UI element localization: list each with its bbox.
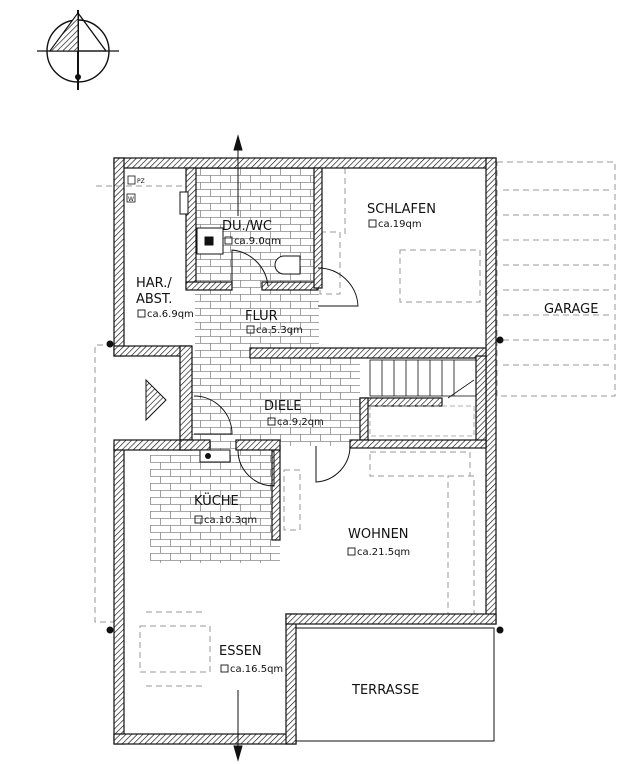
room-label-schlafen: SCHLAFEN ca.19qm [367,202,436,230]
svg-text:ca.21.5qm: ca.21.5qm [357,547,410,558]
area-marker-icon [194,515,203,524]
area-marker-icon [368,219,377,228]
svg-text:WOHNEN: WOHNEN [348,527,409,542]
section-lines [106,134,504,762]
svg-text:ESSEN: ESSEN [219,644,262,659]
area-marker-icon [267,417,276,426]
garage-outline [496,161,616,397]
utility-equipment: PZ W [126,175,145,203]
area-marker-icon [220,664,229,673]
room-label-du-wc: DU./WC ca.9.0qm [222,219,281,247]
svg-text:FLUR: FLUR [245,309,278,324]
pz-label: PZ [137,178,145,185]
svg-text:ca.10.3qm: ca.10.3qm [204,515,257,526]
svg-text:SCHLAFEN: SCHLAFEN [367,202,436,217]
svg-text:KÜCHE: KÜCHE [194,492,239,509]
svg-text:ca.5.3qm: ca.5.3qm [256,325,303,336]
room-label-flur: FLUR ca.5.3qm [245,309,303,336]
svg-text:DU./WC: DU./WC [222,219,272,234]
bathroom-fixtures [179,191,301,463]
svg-text:DIELE: DIELE [264,399,302,414]
svg-text:HAR./: HAR./ [136,276,172,291]
room-label-diele: DIELE ca.9.2qm [264,399,324,428]
area-marker-icon [246,325,255,334]
svg-text:ca.9.0qm: ca.9.0qm [234,236,281,247]
w-label: W [128,196,134,203]
svg-text:ABST.: ABST. [136,292,172,307]
room-label-essen: ESSEN ca.16.5qm [219,644,283,675]
compass-icon [37,10,119,90]
dining-table [139,611,211,687]
svg-text:ca.6.9qm: ca.6.9qm [147,309,194,320]
area-marker-icon [137,309,146,318]
svg-text:ca.9.2qm: ca.9.2qm [277,417,324,428]
terrasse-label: TERRASSE [351,683,419,698]
staircase [369,359,477,437]
interior-walls [179,167,487,541]
room-label-kueche: KÜCHE ca.10.3qm [194,492,257,526]
area-marker-icon [224,236,233,245]
bedroom-furniture [319,168,481,303]
entrance-area [94,344,167,623]
svg-text:ca.16.5qm: ca.16.5qm [230,664,283,675]
entrance-arrow-icon [145,378,167,422]
door-swings [193,249,359,487]
room-label-har-abst: HAR./ ABST. ca.6.9qm [136,276,194,320]
living-furniture [283,451,475,617]
svg-text:ca.19qm: ca.19qm [378,219,422,230]
garage-label: GARAGE [544,302,598,317]
room-label-wohnen: WOHNEN ca.21.5qm [347,527,410,558]
area-marker-icon [347,547,356,556]
